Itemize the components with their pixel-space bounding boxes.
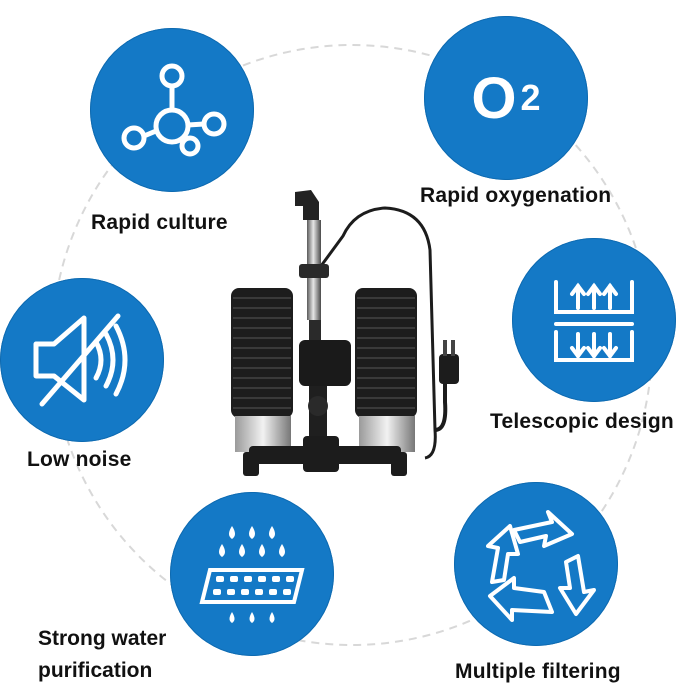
telescopic-arrows-icon <box>512 238 676 402</box>
feature-label: Rapid oxygenation <box>420 184 612 207</box>
feature-label: Rapid culture <box>91 211 228 234</box>
feature-label: Multiple filtering <box>455 660 621 683</box>
feature-label: Low noise <box>27 448 132 471</box>
feature-label: Telescopic design <box>490 410 674 433</box>
feature-label: Strong water purification <box>38 623 166 687</box>
muted-speaker-icon <box>0 278 164 442</box>
recycle-arrows-icon <box>454 482 618 646</box>
molecule-icon <box>90 28 254 192</box>
o2-subscript: 2 <box>520 77 541 118</box>
feature-label-line: Strong water <box>38 627 167 650</box>
sponge-filter-product-image <box>231 190 459 476</box>
o2-text: O <box>471 65 517 131</box>
feature-label-line: purification <box>38 659 153 682</box>
water-drops-filter-icon <box>170 492 334 656</box>
